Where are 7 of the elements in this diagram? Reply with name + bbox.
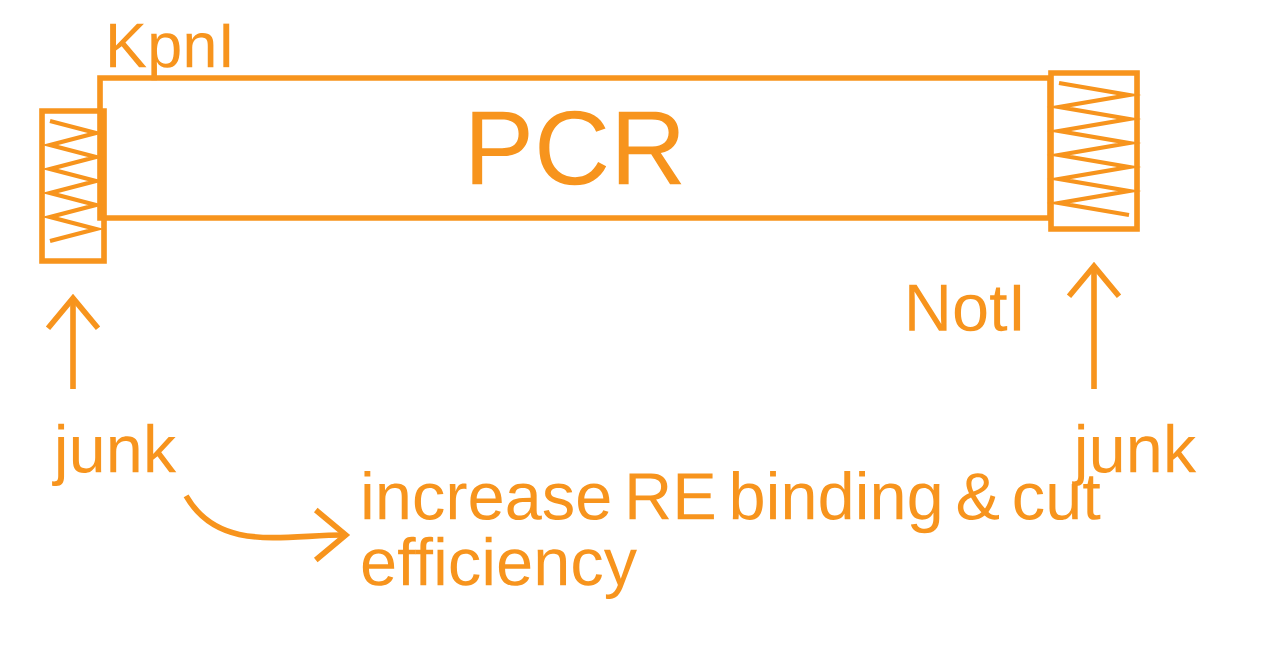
- hatched-end-box: [1046, 70, 1142, 232]
- site-label: NotI: [909, 284, 1021, 332]
- arrow: [1066, 261, 1122, 389]
- pcr-product-bar: PCR: [97, 75, 1053, 221]
- hatched-end-box: [39, 108, 107, 264]
- junk-label: junk: [52, 423, 177, 487]
- arrow: [183, 494, 351, 563]
